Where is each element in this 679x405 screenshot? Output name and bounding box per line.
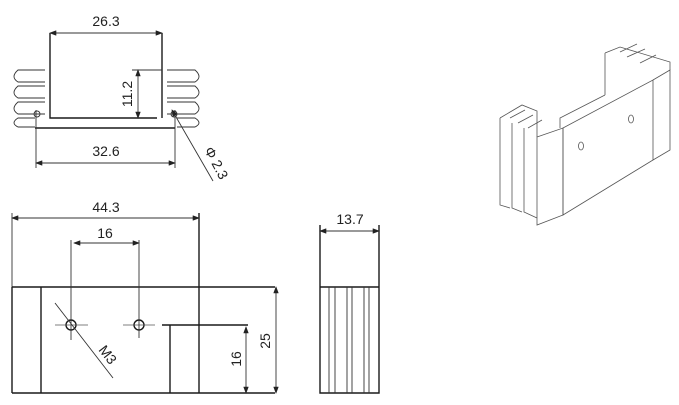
dim-16-height: 16 (228, 351, 244, 367)
dim-13-7: 13.7 (336, 211, 363, 227)
right-fins (167, 69, 200, 128)
leader-m3 (54, 302, 114, 379)
leader-phi-2-3 (171, 109, 214, 182)
front-view: 44.3 16 M3 16 25 (11, 199, 279, 394)
body-outline-left (49, 33, 157, 119)
left-fins (13, 69, 45, 128)
iso-right-block-top (604, 46, 671, 95)
dim-32-6: 32.6 (92, 143, 119, 159)
mount-hole-left (33, 110, 41, 118)
dim-11-2: 11.2 (119, 81, 135, 107)
iso-hole-right (628, 114, 634, 124)
fin-lines (328, 287, 370, 393)
iso-left-fin-face (536, 127, 564, 226)
dim-phi-2-3: Φ 2.3 (201, 144, 231, 182)
isometric-view (499, 43, 671, 226)
iso-left-fin-slots (509, 109, 543, 129)
iso-left-block-top (499, 94, 606, 137)
front-outline (11, 286, 275, 394)
dim-26-3: 26.3 (92, 13, 119, 29)
iso-hole-left (578, 141, 584, 151)
notch-outline (162, 324, 248, 393)
label-m3: M3 (96, 342, 121, 367)
iso-right-fin-face (652, 69, 671, 161)
top-view: 26.3 11.2 32.6 Φ 2.3 (13, 13, 232, 182)
iso-left-fins (499, 118, 538, 219)
dim-44-3: 44.3 (92, 199, 119, 215)
dim-25: 25 (257, 333, 273, 349)
iso-plate-face (562, 79, 654, 216)
iso-right-fin-slots (619, 43, 657, 64)
dim-16-pitch: 16 (97, 225, 113, 241)
side-view: 13.7 (319, 211, 380, 394)
